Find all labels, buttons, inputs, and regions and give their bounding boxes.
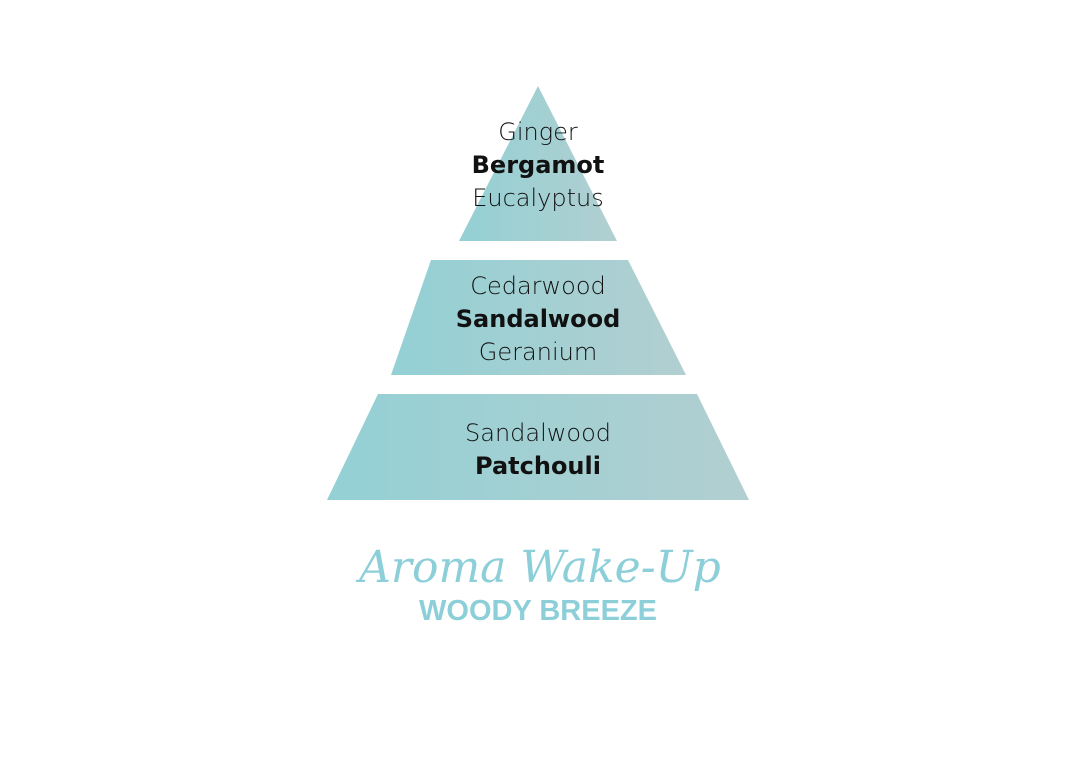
heart-notes-tier (391, 260, 686, 375)
top-notes-tier (459, 86, 617, 241)
heart-note: Geranium (479, 338, 597, 366)
base-notes-tier (327, 394, 749, 500)
base-note-key: Patchouli (475, 452, 601, 480)
heart-note: Cedarwood (470, 272, 606, 300)
top-note-key: Bergamot (472, 151, 605, 179)
top-note: Ginger (498, 118, 578, 146)
fragrance-name: WOODY BREEZE (419, 595, 657, 627)
brand-logo: Aroma Wake-Up (355, 542, 721, 593)
heart-note-key: Sandalwood (456, 305, 621, 333)
top-note: Eucalyptus (472, 184, 604, 212)
base-note: Sandalwood (465, 419, 611, 447)
